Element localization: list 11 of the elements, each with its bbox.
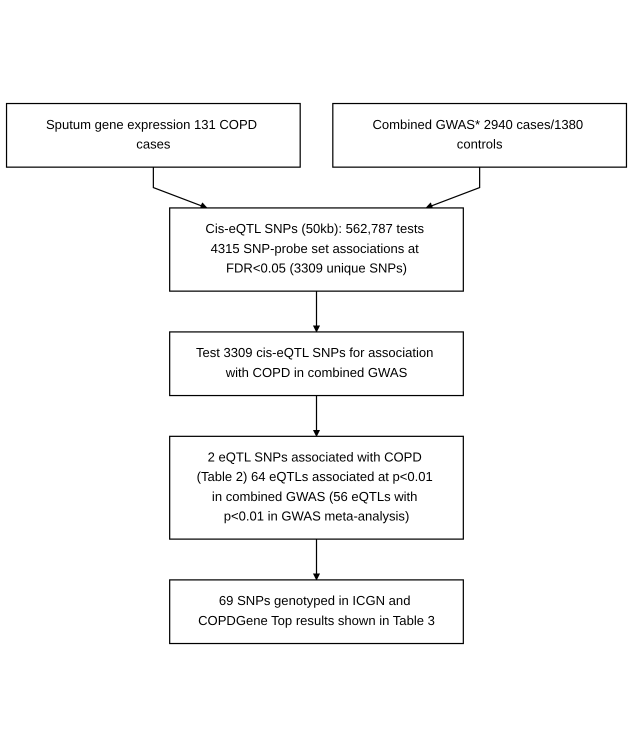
arrow (152, 168, 208, 210)
node-box: 2 eQTL SNPs associated with COPD (Table 2) 64 eQTLs associated at p<0.01 in combined GWAS (56 eQTLs with p<0.01 in GWAS meta-analysis) (169, 436, 464, 540)
arrow (312, 292, 320, 333)
arrow (312, 540, 320, 581)
node-box: 69 SNPs genotyped in ICGN and COPDGene Top results shown in Table 3 (169, 580, 464, 645)
node-box: Sputum gene expression 131 COPD cases (6, 103, 301, 168)
node-box: Combined GWAS* 2940 cases/1380 controls (332, 103, 628, 168)
arrow (312, 396, 320, 438)
node-box: Test 3309 cis-eQTL SNPs for association with COPD in combined GWAS (169, 332, 464, 397)
node-box: Cis-eQTL SNPs (50kb): 562,787 tests 4315 SNP-probe set associations at FDR<0.05 (3309 unique SNPs) (169, 208, 464, 292)
arrow (426, 168, 480, 210)
